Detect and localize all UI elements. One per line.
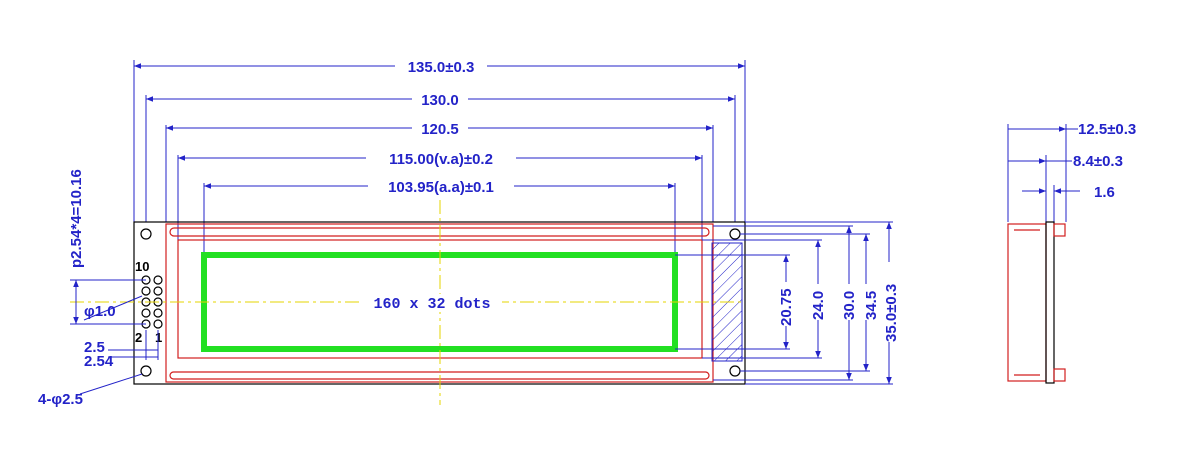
pin-header-dimensions: p2.54*4=10.16 φ1.0 2.5 2.54 4-φ2.5 (38, 169, 159, 408)
mount-hole-bl (140, 365, 152, 377)
mount-hole-tr (729, 228, 741, 240)
side-connector-bottom (1053, 368, 1066, 382)
dim-outline-width: 135.0±0.3 (408, 59, 475, 76)
pin-2-label: 2 (135, 330, 142, 345)
side-view: 12.5±0.3 8.4±0.3 1.6 (1007, 121, 1136, 384)
offset-b-label: 2.54 (84, 353, 114, 370)
dim-va-height: 24.0 (810, 291, 827, 320)
pin-1-label: 1 (155, 330, 162, 345)
pin-pitch-label: p2.54*4=10.16 (68, 169, 85, 268)
side-total-thickness: 12.5±0.3 (1078, 121, 1136, 138)
front-view: 10 2 1 160 x 32 dots (70, 200, 746, 405)
side-pcb-thickness: 1.6 (1094, 184, 1115, 201)
side-module-thickness: 8.4±0.3 (1073, 153, 1123, 170)
offset-a-label: 2.5 (84, 339, 105, 356)
pin-header (141, 275, 163, 329)
mount-hole-br (729, 365, 741, 377)
side-connector-top (1053, 223, 1066, 237)
dim-aa-height: 20.75 (778, 288, 795, 326)
dim-hole-pitch: 130.0 (421, 92, 459, 109)
mount-hole-label: 4-φ2.5 (38, 391, 83, 408)
horizontal-dimensions: 135.0±0.3 130.0 120.5 115.00(v.a)±0.2 10… (133, 58, 746, 255)
dim-view-area: 115.00(v.a)±0.2 (389, 151, 493, 168)
side-pcb (1045, 221, 1055, 384)
dim-bezel-height: 30.0 (841, 291, 858, 320)
resolution-label: 160 x 32 dots (373, 296, 490, 313)
side-bezel (1007, 223, 1047, 382)
dim-hole-pitch-v: 34.5 (863, 291, 880, 320)
dim-outline-height: 35.0±0.3 (883, 284, 900, 342)
dim-active-area: 103.95(a.a)±0.1 (388, 179, 494, 196)
mount-hole-tl (140, 228, 152, 240)
vertical-dimensions: 20.75 24.0 30.0 34.5 35.0±0.3 (675, 221, 900, 385)
pin-10-label: 10 (135, 259, 149, 274)
dim-bezel-width: 120.5 (421, 121, 459, 138)
pin-hole-diameter: φ1.0 (84, 303, 116, 320)
